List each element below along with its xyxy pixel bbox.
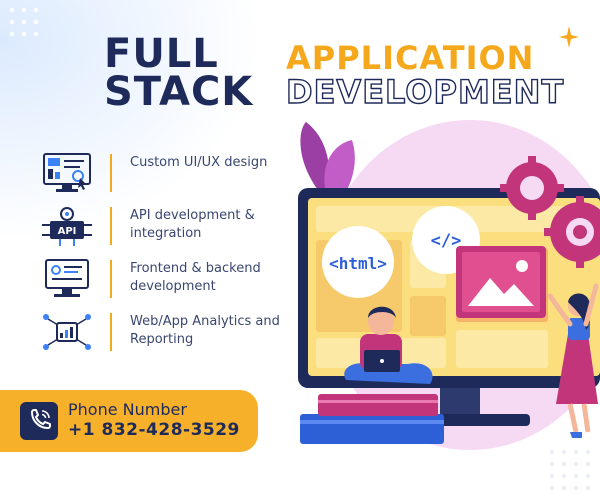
- dot-grid-decoration: [9, 7, 39, 37]
- sparkle-icon: [559, 26, 579, 48]
- headline-application: APPLICATION: [286, 39, 535, 77]
- monitor-analytics-icon: [43, 153, 91, 192]
- code-tag-label: </>: [431, 231, 462, 251]
- feature-divider: [110, 313, 112, 351]
- phone-handset-icon: [31, 409, 51, 429]
- gear-icon: [544, 196, 600, 268]
- woman-person: [547, 283, 599, 438]
- feature-item-analytics: Web/App Analytics and Reporting: [40, 311, 300, 355]
- screen-panel: [410, 296, 446, 336]
- book: [318, 394, 438, 416]
- developer-illustration: <html> </>: [298, 120, 600, 450]
- network-chart-icon: [43, 314, 91, 350]
- feature-divider: [110, 154, 112, 192]
- image-card-icon: [456, 246, 546, 318]
- api-gear-icon: API: [42, 207, 92, 246]
- feature-item-api: API API development & integration: [40, 205, 300, 249]
- phone-number[interactable]: +1 832-428-3529: [68, 420, 240, 440]
- html-tag-label: <html>: [329, 254, 387, 273]
- feature-divider: [110, 260, 112, 298]
- feature-divider: [110, 207, 112, 245]
- feature-text: API development & integration: [130, 208, 255, 241]
- feature-item-uiux: Custom UI/UX design: [40, 152, 300, 196]
- monitor-stand: [440, 388, 480, 414]
- headline-full: FULL: [104, 31, 219, 77]
- headline-development: DEVELOPMENT: [285, 73, 565, 111]
- html-code-bubble: [322, 226, 394, 298]
- feature-text: Custom UI/UX design: [130, 155, 268, 170]
- gear-icon: [500, 156, 564, 220]
- phone-icon[interactable]: [20, 402, 58, 440]
- api-label: API: [58, 226, 77, 237]
- dot-grid-decoration: [550, 450, 590, 490]
- developer-person: [344, 306, 433, 384]
- book: [300, 414, 444, 444]
- feature-item-frontend-backend: Frontend & backend development: [40, 258, 300, 302]
- monitor-code-icon: [45, 259, 89, 297]
- leaf-decoration: [300, 122, 330, 200]
- feature-text: Web/App Analytics and Reporting: [130, 314, 280, 347]
- feature-text: Frontend & backend development: [130, 261, 261, 294]
- headline-stack: STACK: [104, 69, 254, 115]
- screen-panel: [456, 330, 548, 368]
- phone-label: Phone Number: [68, 400, 187, 419]
